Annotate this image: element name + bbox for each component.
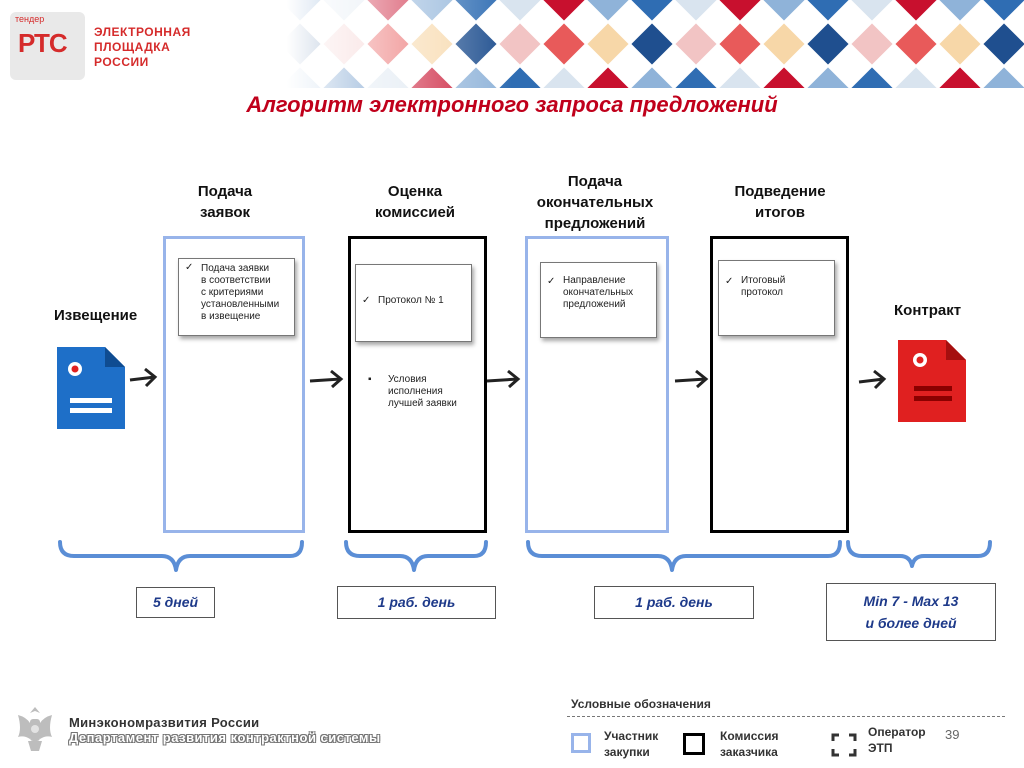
arrow-icon [129, 367, 158, 388]
arrow-icon [674, 369, 709, 389]
decorative-pattern-banner [0, 0, 1024, 88]
legend-commission-swatch [683, 733, 705, 755]
arrow-icon [309, 369, 344, 389]
duration-box-3: 1 раб. день [594, 586, 754, 619]
department-name: Департамент развития контрактной системы [69, 730, 381, 745]
document-red-icon [898, 340, 966, 422]
start-label: Извещение [54, 307, 138, 324]
check-icon: ✓ [185, 262, 194, 273]
check-icon: ✓ [547, 276, 556, 287]
logo [10, 12, 85, 80]
legend-operator-swatch [831, 733, 857, 757]
bracket-1 [58, 540, 304, 572]
legend-title: Условные обозначения [571, 697, 711, 711]
logo-text: РТС [18, 28, 68, 58]
arrow-icon [486, 369, 521, 389]
end-label: Контракт [894, 302, 962, 319]
check-icon: ✓ [725, 276, 734, 287]
legend-participant-swatch [571, 733, 591, 753]
duration-box-2: 1 раб. день [337, 586, 496, 619]
bracket-4 [846, 540, 992, 568]
logo-line-1: ЭЛЕКТРОННАЯ [94, 25, 191, 39]
page-title: Алгоритм электронного запроса предложени… [246, 92, 778, 117]
logo-line-2: ПЛОЩАДКА [94, 40, 171, 54]
document-blue-icon [57, 347, 125, 429]
ministry-name: Минэкономразвития России [69, 715, 260, 730]
arrow-icon [858, 369, 887, 390]
coat-of-arms-icon [18, 707, 52, 751]
timeline-brackets [58, 540, 992, 572]
bracket-2 [344, 540, 488, 572]
duration-box-1: 5 дней [136, 587, 215, 618]
logo-caption: тендер [15, 14, 45, 24]
legend-divider [567, 716, 1005, 717]
page-number: 39 [945, 727, 960, 742]
check-icon: ✓ [362, 295, 371, 306]
bracket-3 [526, 540, 842, 572]
bullet-icon: ▪ [368, 374, 372, 385]
stage-2-checklist: ✓ Протокол № 1 [355, 264, 472, 342]
logo-line-3: РОССИИ [94, 55, 149, 69]
